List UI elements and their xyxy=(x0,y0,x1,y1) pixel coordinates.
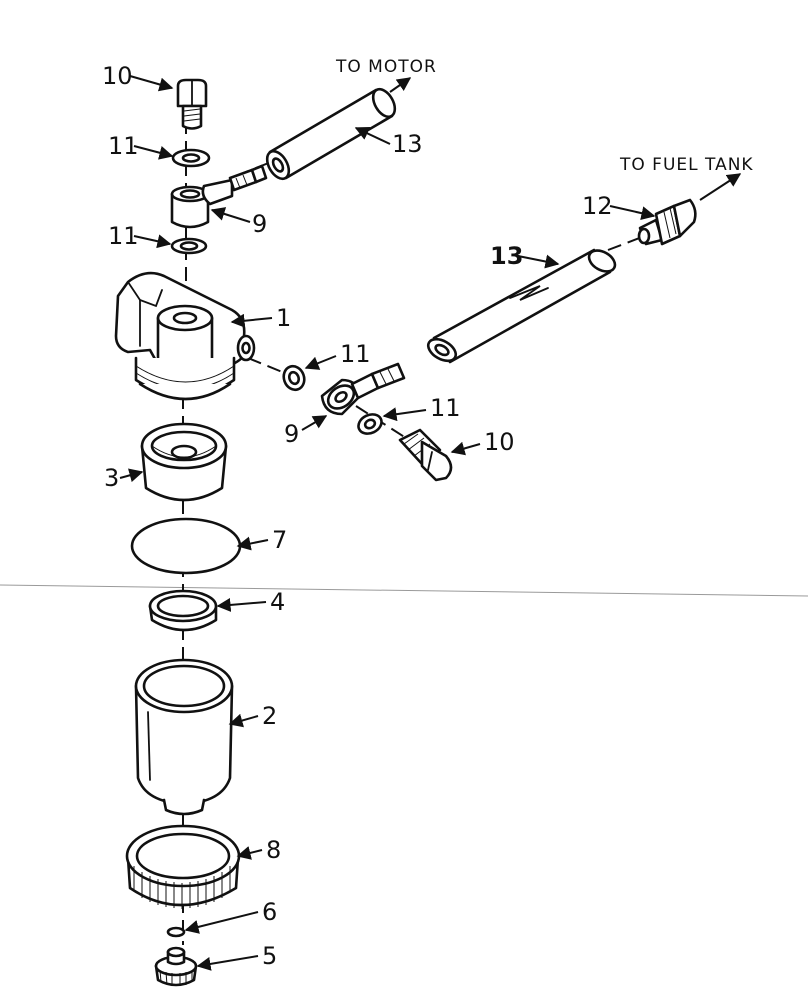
callout-9-top-leader xyxy=(210,207,251,223)
filter-bowl-2 xyxy=(134,658,234,816)
callout-5-number: 5 xyxy=(262,942,277,970)
banjo-fitting-9-right xyxy=(320,362,406,416)
callout-12-number: 12 xyxy=(582,192,613,220)
callout-9-right-number: 9 xyxy=(284,420,299,448)
callout-3: 3 xyxy=(104,464,144,492)
drain-plug-5 xyxy=(154,946,198,987)
callout-11-a: 11 xyxy=(108,132,174,160)
callout-11-c: 11 xyxy=(304,340,371,370)
callout-2-number: 2 xyxy=(262,702,277,730)
callout-9-right-leader xyxy=(301,415,328,431)
o-ring-6 xyxy=(166,926,186,938)
callout-10-top-leader xyxy=(129,75,174,92)
callout-11-a-leader xyxy=(133,145,174,160)
callout-13-right-leader xyxy=(517,254,560,269)
callout-10-right-leader xyxy=(450,441,481,456)
callout-10-right-number: 10 xyxy=(484,428,515,456)
bolt-10-top xyxy=(176,78,208,130)
callout-12-leader xyxy=(609,205,656,221)
callout-8-leader xyxy=(236,846,263,860)
callout-9-right: 9 xyxy=(284,415,328,448)
washer-11-banjo xyxy=(357,413,383,435)
washer-11-side xyxy=(282,364,306,392)
callout-4-leader xyxy=(216,597,267,612)
callout-7-number: 7 xyxy=(272,526,287,554)
callout-13-right-number: 13 xyxy=(490,242,523,270)
filter-cap-3 xyxy=(140,422,228,502)
callout-8-number: 8 xyxy=(266,836,281,864)
to-fuel-tank-label: TO FUEL TANK xyxy=(619,155,754,175)
tank-connector-12 xyxy=(637,198,697,246)
callout-11-b-leader xyxy=(133,234,172,249)
callout-9-top-number: 9 xyxy=(252,210,267,238)
washer-11-lower xyxy=(170,237,208,255)
callout-3-leader xyxy=(119,468,144,483)
banjo-fitting-9-top xyxy=(170,164,268,229)
filter-head-1 xyxy=(114,271,256,401)
callout-11-d-number: 11 xyxy=(430,394,461,422)
to-tank-flow-arrow xyxy=(699,173,742,201)
hose-13-tank xyxy=(426,248,617,364)
bolt-10-right xyxy=(398,428,453,482)
callout-6-number: 6 xyxy=(262,898,277,926)
callout-10-top: 10 xyxy=(102,62,174,92)
callout-11-b-number: 11 xyxy=(108,222,139,250)
callout-13-right: 13 xyxy=(490,242,560,270)
callout-1-leader xyxy=(230,313,273,328)
retaining-ring-8 xyxy=(125,824,241,909)
tank-hose-axis xyxy=(607,233,651,251)
callout-13-top-number: 13 xyxy=(392,130,423,158)
callout-13-top-leader xyxy=(354,127,391,145)
callout-4: 4 xyxy=(216,588,285,616)
callout-13-top: 13 xyxy=(354,127,423,158)
to-motor-label: TO MOTOR xyxy=(335,57,437,77)
callout-3-number: 3 xyxy=(104,464,119,492)
callout-12: 12 xyxy=(582,192,656,221)
callout-9-top: 9 xyxy=(210,207,267,238)
to-motor-flow-arrow xyxy=(389,77,412,93)
callout-11-a-number: 11 xyxy=(108,132,139,160)
callout-5: 5 xyxy=(196,942,277,971)
callout-2-leader xyxy=(228,713,259,728)
callout-7-leader xyxy=(236,536,269,551)
hose-break-mark xyxy=(509,285,549,301)
callout-6: 6 xyxy=(184,898,277,934)
callout-5-leader xyxy=(196,955,259,971)
callout-4-number: 4 xyxy=(270,588,285,616)
callout-1-number: 1 xyxy=(276,304,291,332)
scan-artifact-line xyxy=(0,584,808,597)
callout-10-top-number: 10 xyxy=(102,62,133,90)
callout-8: 8 xyxy=(236,836,281,864)
callout-7: 7 xyxy=(236,526,287,554)
callout-2: 2 xyxy=(228,702,277,730)
callout-6-leader xyxy=(184,911,259,934)
callout-11-b: 11 xyxy=(108,222,172,250)
seal-ring-4 xyxy=(148,589,218,632)
washer-11-upper xyxy=(171,148,211,168)
side-port-axis xyxy=(247,357,293,377)
o-ring-7 xyxy=(130,517,242,575)
callout-11-d-leader xyxy=(382,407,427,422)
callout-11-c-leader xyxy=(304,355,337,370)
callout-11-d: 11 xyxy=(382,394,461,422)
callout-11-c-number: 11 xyxy=(340,340,371,368)
hose-13-top xyxy=(265,87,397,181)
callout-10-right: 10 xyxy=(450,428,515,456)
callout-1: 1 xyxy=(230,304,291,332)
